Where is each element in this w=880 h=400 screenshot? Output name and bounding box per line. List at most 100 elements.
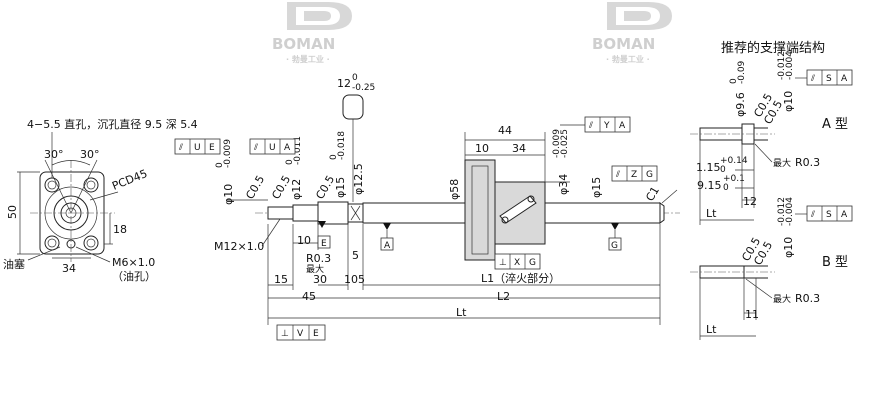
a-max-label: 最大	[773, 157, 791, 169]
svg-text:G: G	[611, 241, 618, 251]
svg-text:0: 0	[729, 78, 739, 84]
svg-text:Z: Z	[631, 170, 637, 180]
tolerance-frame-2: ⫽ U A	[249, 138, 296, 155]
a-d96-label: φ9.6	[734, 92, 747, 117]
b-r03-label: R0.3	[795, 292, 820, 305]
c05-a: C0.5	[243, 173, 267, 201]
type-a-label: A 型	[822, 117, 848, 132]
journal-d12	[292, 204, 319, 222]
svg-text:0: 0	[723, 183, 729, 193]
bolt-hole-br	[83, 235, 99, 251]
svg-text:S: S	[826, 210, 832, 220]
svg-text:-0.009: -0.009	[552, 129, 562, 158]
svg-text:U: U	[269, 143, 276, 153]
a-r03-label: R0.3	[795, 156, 820, 169]
svg-text:0: 0	[285, 159, 295, 165]
svg-text:E: E	[209, 143, 215, 153]
angle-right: 30°	[80, 148, 100, 161]
svg-text:-0.012: -0.012	[777, 197, 787, 226]
d34-label: φ34	[557, 174, 570, 195]
max-label: 最大	[306, 263, 324, 275]
dim-44: 44	[498, 124, 512, 137]
oil-hole-size: M6×1.0	[112, 256, 155, 269]
svg-text:-0.012: -0.012	[777, 51, 787, 80]
angle-left: 30°	[44, 148, 64, 161]
b-11-label: 11	[745, 308, 759, 321]
dim-l2: L2	[497, 290, 510, 303]
dim-l1: L1（淬火部分）	[481, 271, 560, 285]
tolerance-frame-4: ⫽ Z G	[611, 165, 658, 182]
dim-15: 15	[274, 273, 288, 286]
watermark-logo-right: BOMAN · 勃曼工业 ·	[592, 2, 672, 64]
b-lt-label: Lt	[706, 323, 717, 336]
svg-text:A: A	[384, 241, 391, 251]
d15-label: φ15	[334, 177, 347, 198]
hole-note: 4−5.5 直孔，沉孔直径 9.5 深 5.4	[27, 117, 198, 131]
svg-text:⫽: ⫽	[178, 143, 183, 153]
watermark-logo-left: BOMAN · 勃曼工业 ·	[272, 2, 352, 64]
dim-30: 30	[313, 273, 327, 286]
svg-text:+0.1: +0.1	[723, 174, 745, 184]
svg-text:⫽: ⫽	[615, 170, 620, 180]
b-d10-label: φ10	[782, 237, 795, 258]
svg-text:G: G	[646, 170, 653, 180]
svg-text:S: S	[826, 74, 832, 84]
svg-text:⫽: ⫽	[810, 210, 815, 220]
pcd-label: PCD45	[110, 167, 149, 193]
tolerance-frame-1: ⫽ U E	[174, 138, 221, 155]
a-12-label: 12	[743, 195, 757, 208]
svg-text:E: E	[321, 239, 327, 249]
dim-18: 18	[113, 223, 127, 236]
svg-text:-0.09: -0.09	[737, 60, 747, 84]
oil-plug-label: 油塞	[3, 257, 25, 271]
dim-width-34: 34	[62, 262, 76, 275]
screw-shaft-left	[362, 202, 466, 224]
svg-text:⊥: ⊥	[281, 329, 289, 339]
datum-e	[317, 235, 331, 249]
dim-lt: Lt	[456, 306, 467, 319]
dim-10b: 10	[475, 142, 489, 155]
d125-label: φ12.5	[352, 163, 365, 195]
support-end-view: 推荐的支撑端结构 A 型 φ9.6 -0.09 0 C0.5 C0.5 φ10 …	[690, 40, 853, 340]
thread-end	[267, 206, 294, 220]
svg-text:G: G	[529, 258, 536, 268]
b-max-label: 最大	[773, 293, 791, 305]
end-key-view	[342, 94, 364, 120]
svg-text:U: U	[194, 143, 201, 153]
front-view: 4−5.5 直孔，沉孔直径 9.5 深 5.4 30° 30° PCD45 50…	[3, 117, 198, 283]
svg-text:Y: Y	[603, 121, 610, 131]
tolerance-frame-3: ⫽ Y A	[584, 116, 631, 133]
a-115-label: 1.15	[696, 161, 721, 174]
a-915-label: 9.15	[697, 179, 722, 192]
svg-text:V: V	[297, 329, 304, 339]
watermark-brand-left: BOMAN	[272, 35, 335, 53]
tolerance-frame-5: ⊥ X G	[494, 253, 541, 270]
svg-text:-0.011: -0.011	[293, 136, 303, 165]
svg-text:E: E	[313, 329, 319, 339]
d12-label: φ12	[290, 179, 303, 200]
svg-text:-0.009: -0.009	[223, 139, 233, 168]
nut-flange	[464, 159, 496, 261]
a-d10-label: φ10	[782, 91, 795, 112]
svg-text:-0.025: -0.025	[560, 129, 570, 158]
dim-105: 105	[344, 273, 365, 286]
d10-label: φ10	[222, 184, 235, 205]
d15b-label: φ15	[590, 177, 603, 198]
dim-45: 45	[302, 290, 316, 303]
tolerance-frame-a: ⫽ S A	[806, 69, 853, 86]
watermark-subtitle-right: · 勃曼工业 ·	[606, 54, 650, 64]
svg-text:-0.004: -0.004	[785, 197, 795, 226]
shaft-view: 12 -0.25 0 φ10 -0.009 0 C0.5 C0.5 φ12 -0…	[174, 73, 680, 341]
svg-text:A: A	[619, 121, 626, 131]
dim-34: 34	[512, 142, 526, 155]
svg-text:0: 0	[215, 162, 225, 168]
svg-text:A: A	[841, 74, 848, 84]
svg-text:⫽: ⫽	[810, 74, 815, 84]
watermark-subtitle-left: · 勃曼工业 ·	[286, 54, 330, 64]
top-dim-12: 12	[337, 77, 351, 90]
tolerance-frame-6: ⊥ V E	[276, 324, 326, 341]
svg-text:⫽: ⫽	[253, 143, 258, 153]
dim-10: 10	[297, 234, 311, 247]
